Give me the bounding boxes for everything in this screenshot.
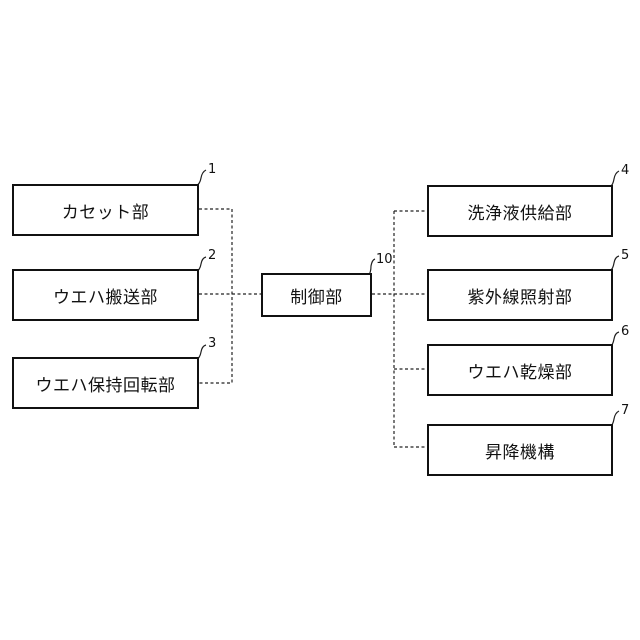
unit-wafer-drying: ウエハ乾燥部 xyxy=(427,344,613,396)
ref-num-2: 2 xyxy=(208,249,216,262)
ref-num-1: 1 xyxy=(208,163,216,176)
ref-num-5: 5 xyxy=(621,249,629,262)
unit-control-label: 制御部 xyxy=(290,283,343,308)
ref-num-4: 4 xyxy=(621,164,629,177)
unit-uv-irradiation: 紫外線照射部 xyxy=(427,269,613,321)
unit-cassette-label: カセット部 xyxy=(62,198,150,223)
unit-cassette: カセット部 xyxy=(12,184,199,236)
unit-wafer-drying-label: ウエハ乾燥部 xyxy=(468,358,573,383)
unit-wafer-transfer-label: ウエハ搬送部 xyxy=(53,283,158,308)
connector-cassette xyxy=(199,209,232,383)
ref-num-7: 7 xyxy=(621,404,629,417)
ref-num-6: 6 xyxy=(621,325,629,338)
unit-control: 制御部 xyxy=(261,273,372,317)
unit-lift-mechanism-label: 昇降機構 xyxy=(485,438,555,463)
ref-num-10: 10 xyxy=(376,253,393,266)
unit-cleaning-liquid-supply: 洗浄液供給部 xyxy=(427,185,613,237)
ref-num-3: 3 xyxy=(208,337,216,350)
unit-uv-irradiation-label: 紫外線照射部 xyxy=(468,283,573,308)
unit-cleaning-liquid-supply-label: 洗浄液供給部 xyxy=(468,199,573,224)
unit-wafer-hold-rotate: ウエハ保持回転部 xyxy=(12,357,199,409)
unit-lift-mechanism: 昇降機構 xyxy=(427,424,613,476)
unit-wafer-hold-rotate-label: ウエハ保持回転部 xyxy=(36,371,176,396)
unit-wafer-transfer: ウエハ搬送部 xyxy=(12,269,199,321)
